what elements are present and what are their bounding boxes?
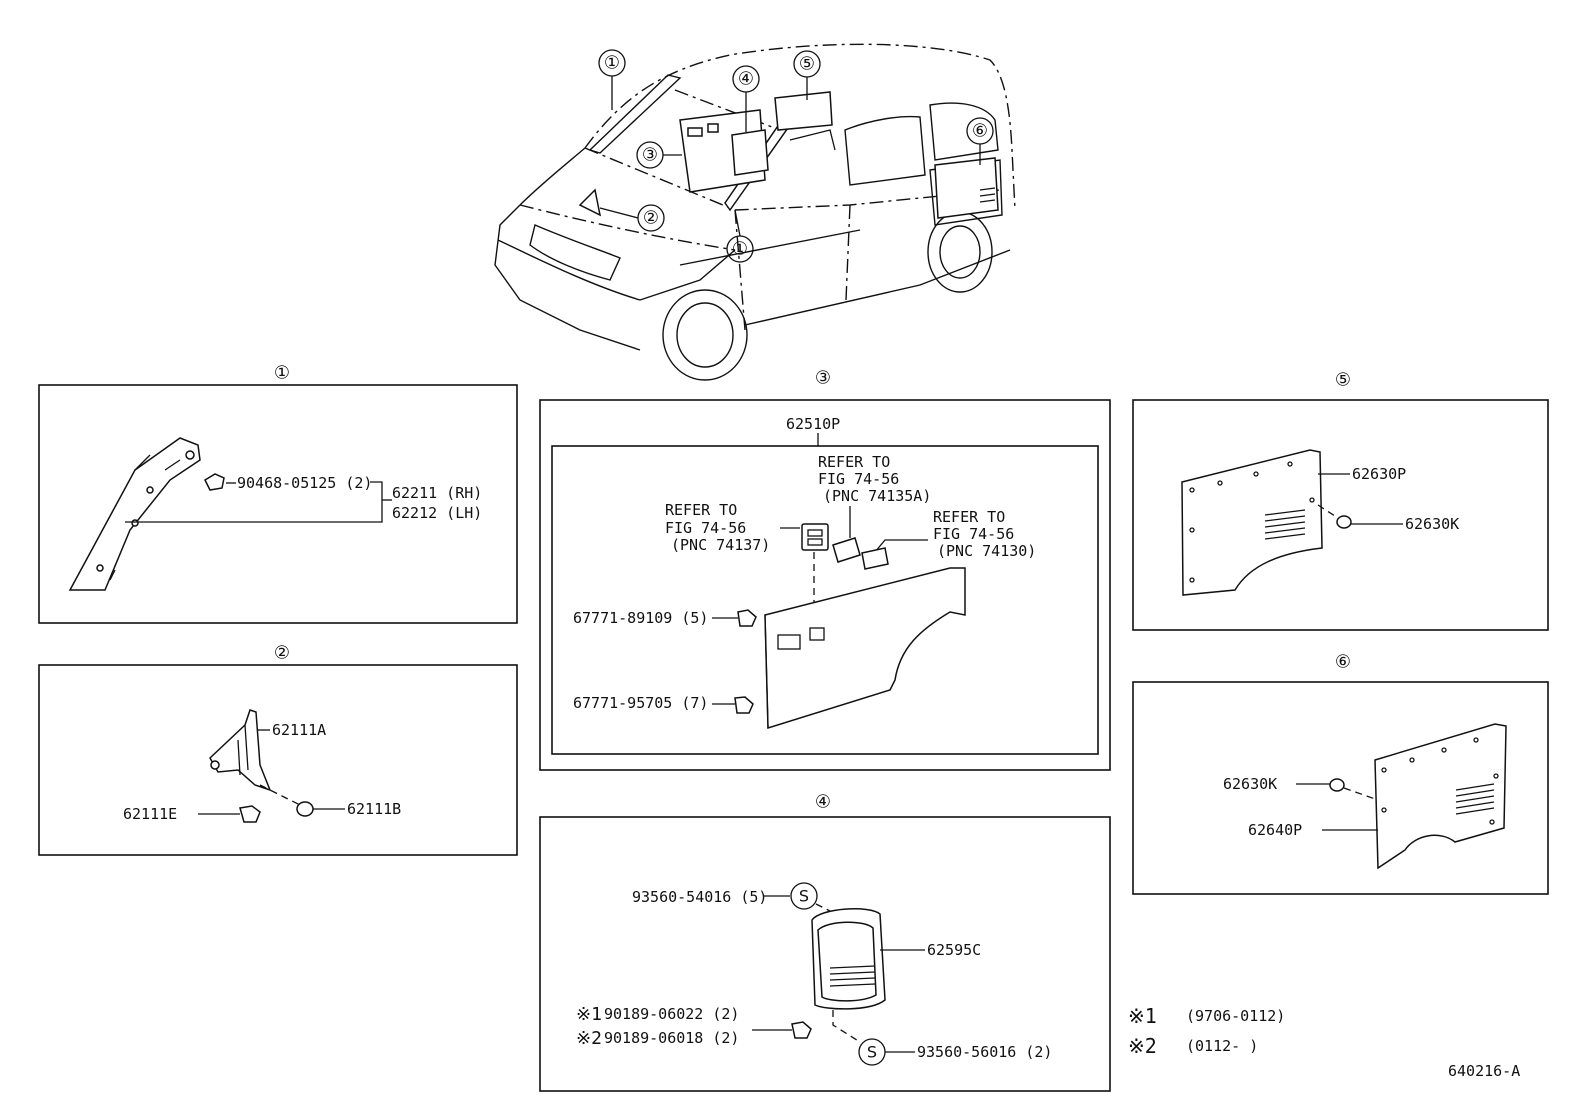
figure-id: 640216-A [1448, 1062, 1520, 1080]
p2-e-label: 62111E [123, 805, 177, 823]
p3-ref1-l1: REFER TO [818, 453, 890, 471]
p3-ref1-l2: FIG 74-56 [818, 470, 899, 488]
panel-4: ④ 93560-54016 (5) S 62595C ※1 90189-0602… [539, 792, 1111, 1092]
callout-1-bottom: ① [732, 239, 748, 260]
p2-b-label: 62111B [347, 800, 401, 818]
p4-cover-label: 62595C [927, 941, 981, 959]
callout-4-top: ④ [738, 69, 754, 90]
note-2-mark: ※2 [1128, 1034, 1157, 1058]
panel-3-number: ③ [815, 368, 831, 389]
p4-screw-top-label: 93560-54016 (5) [632, 888, 767, 906]
panel-1-number: ① [274, 363, 290, 384]
panel-4-number: ④ [815, 792, 831, 813]
p3-clip2-label: 67771-95705 (7) [573, 694, 708, 712]
panel-2: ② 62111A 62111B 62111E [38, 643, 518, 856]
p3-ref2-l2: FIG 74-56 [665, 519, 746, 537]
p5-clip-label: 62630K [1405, 515, 1459, 533]
p2-a-label: 62111A [272, 721, 326, 739]
p4-mark1: ※1 [576, 1004, 602, 1025]
p3-main-label: 62510P [786, 415, 840, 433]
p1-bolt-label: 90468-05125 (2) [237, 474, 372, 492]
van-callouts: ① ④ ⑤ ③ ② ⑥ ① [598, 49, 994, 263]
p4-s-symbol-bottom: S [867, 1043, 877, 1062]
callout-3-top: ③ [642, 145, 658, 166]
p4-screw-bot-label: 93560-56016 (2) [917, 1043, 1052, 1061]
van-illustration [494, 43, 1016, 381]
p6-clip-label: 62630K [1223, 775, 1277, 793]
p3-ref1-l3: (PNC 74135A) [823, 487, 931, 505]
panel-2-number: ② [274, 643, 290, 664]
p4-s-symbol-top: S [799, 887, 809, 906]
p3-ref2-l3: (PNC 74137) [671, 536, 770, 554]
panel-5: ⑤ 62630P 62630K [1132, 370, 1549, 631]
p3-ref3-l2: FIG 74-56 [933, 525, 1014, 543]
panel-6: ⑥ 62630K 62640P [1132, 652, 1549, 895]
p4-mark2: ※2 [576, 1028, 602, 1049]
callout-2-top: ② [643, 208, 659, 229]
callout-5-top: ⑤ [799, 54, 815, 75]
p5-panel-label: 62630P [1352, 465, 1406, 483]
panel-6-number: ⑥ [1335, 652, 1351, 673]
p3-ref2-l1: REFER TO [665, 501, 737, 519]
p4-bolt1-label: 90189-06022 (2) [604, 1005, 739, 1023]
p4-bolt2-label: 90189-06018 (2) [604, 1029, 739, 1047]
callout-6-top: ⑥ [972, 121, 988, 142]
note-1-mark: ※1 [1128, 1004, 1157, 1028]
p1-rh-label: 62211 (RH) [392, 484, 482, 502]
panel-3: ③ 62510P REFER TO FIG 74-56 (PNC 74135A)… [539, 368, 1111, 771]
p3-clip1-label: 67771-89109 (5) [573, 609, 708, 627]
p1-lh-label: 62212 (LH) [392, 504, 482, 522]
p3-ref3-l1: REFER TO [933, 508, 1005, 526]
panel-5-number: ⑤ [1335, 370, 1351, 391]
panel-1: ① 90468-05125 (2) 62211 (RH) 62212 (LH) [38, 363, 518, 624]
callout-1-top: ① [604, 53, 620, 74]
p6-panel-label: 62640P [1248, 821, 1302, 839]
p3-ref3-l3: (PNC 74130) [937, 542, 1036, 560]
note-2-text: (0112- ) [1186, 1037, 1258, 1055]
note-1-text: (9706-0112) [1186, 1007, 1285, 1025]
notes: ※1 (9706-0112) ※2 (0112- ) 640216-A [1128, 1004, 1520, 1080]
